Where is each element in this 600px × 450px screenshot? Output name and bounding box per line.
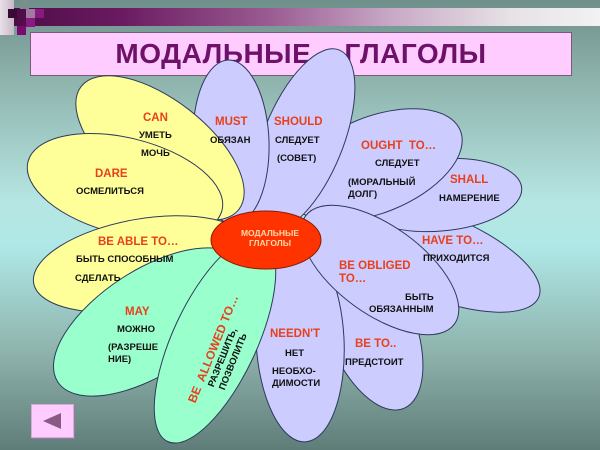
petal-be-able-to-russian-2: СДЕЛАТЬ — [75, 273, 121, 284]
petal-be-obliged-russian-2: ОБЯЗАННЫМ — [369, 304, 434, 315]
petal-neednt-russian-2: НЕОБХО- — [272, 366, 316, 377]
petal-ought-to-russian-3: ДОЛГ) — [348, 189, 378, 200]
petal-shall-english: SHALL — [450, 174, 489, 186]
petal-ought-to-russian-2: (МОРАЛЬНЫЙ — [348, 177, 416, 188]
petal-dare-russian: ОСМЕЛИТЬСЯ — [76, 186, 144, 197]
petal-dare-english: DARE — [95, 168, 128, 180]
deco-square — [0, 0, 14, 35]
petal-have-to-english: HAVE TO… — [422, 235, 484, 247]
petal-be-to-russian: ПРЕДСТОИТ — [345, 357, 404, 368]
petal-ought-to-english: OUGHT TO… — [361, 140, 437, 152]
petal-must-english: MUST — [215, 116, 248, 128]
triangle-left-icon — [43, 413, 61, 429]
deco-square — [26, 9, 35, 18]
petal-neednt-english: NEEDN'T — [270, 328, 321, 340]
deco-square — [8, 9, 17, 18]
petal-be-obliged — [300, 204, 460, 336]
petal-ought-to-russian-1: СЛЕДУЕТ — [375, 158, 420, 169]
petal-should-russian-1: СЛЕДУЕТ — [275, 135, 320, 146]
petal-shall-russian: НАМЕРЕНИЕ — [439, 193, 500, 204]
deco-square — [26, 18, 35, 27]
petal-can-english: CAN — [143, 112, 168, 124]
header-gradient-bar — [0, 8, 600, 26]
petal-should-russian-2: (СОВЕТ) — [277, 153, 317, 164]
petal-be-obliged-english-1: BE OBLIGED — [339, 260, 411, 272]
center-label-line2: ГЛАГОЛЫ — [248, 238, 292, 249]
petal-be-able-to-russian-1: БЫТЬ СПОСОБНЫМ — [76, 254, 174, 265]
deco-square — [17, 26, 26, 35]
back-button[interactable] — [31, 404, 74, 438]
petal-be-to-english: BE TO.. — [355, 338, 397, 350]
petal-be-able-to-english: BE ABLE TO… — [98, 236, 179, 248]
petal-neednt-russian-1: НЕТ — [285, 348, 304, 359]
petal-may-english: MAY — [125, 306, 150, 318]
petal-should-english: SHOULD — [274, 116, 323, 128]
petal-be-obliged-english-2: TO… — [339, 273, 367, 285]
petal-may-russian-3: НИЕ) — [108, 354, 132, 365]
petal-may-russian-2: (РАЗРЕШЕ — [108, 342, 159, 353]
center-label-line1: МОДАЛЬНЫЕ — [240, 228, 300, 238]
deco-square — [35, 9, 44, 18]
petal-must-russian: ОБЯЗАН — [210, 135, 251, 146]
petal-may-russian-1: МОЖНО — [117, 324, 156, 335]
center-label: МОДАЛЬНЫЕ ГЛАГОЛЫ — [216, 228, 324, 248]
petal-be-obliged-russian-1: БЫТЬ — [405, 292, 434, 303]
title-banner: МОДАЛЬНЫЕ ГЛАГОЛЫ — [30, 32, 572, 76]
page-title: МОДАЛЬНЫЕ ГЛАГОЛЫ — [115, 38, 487, 69]
petal-neednt-russian-3: ДИМОСТИ — [272, 378, 321, 389]
petal-can-russian-2: МОЧЬ — [141, 148, 170, 159]
petal-have-to-russian: ПРИХОДИТСЯ — [423, 253, 490, 264]
petal-can-russian-1: УМЕТЬ — [139, 130, 172, 141]
deco-square — [20, 0, 29, 9]
center-ellipse — [210, 210, 322, 270]
